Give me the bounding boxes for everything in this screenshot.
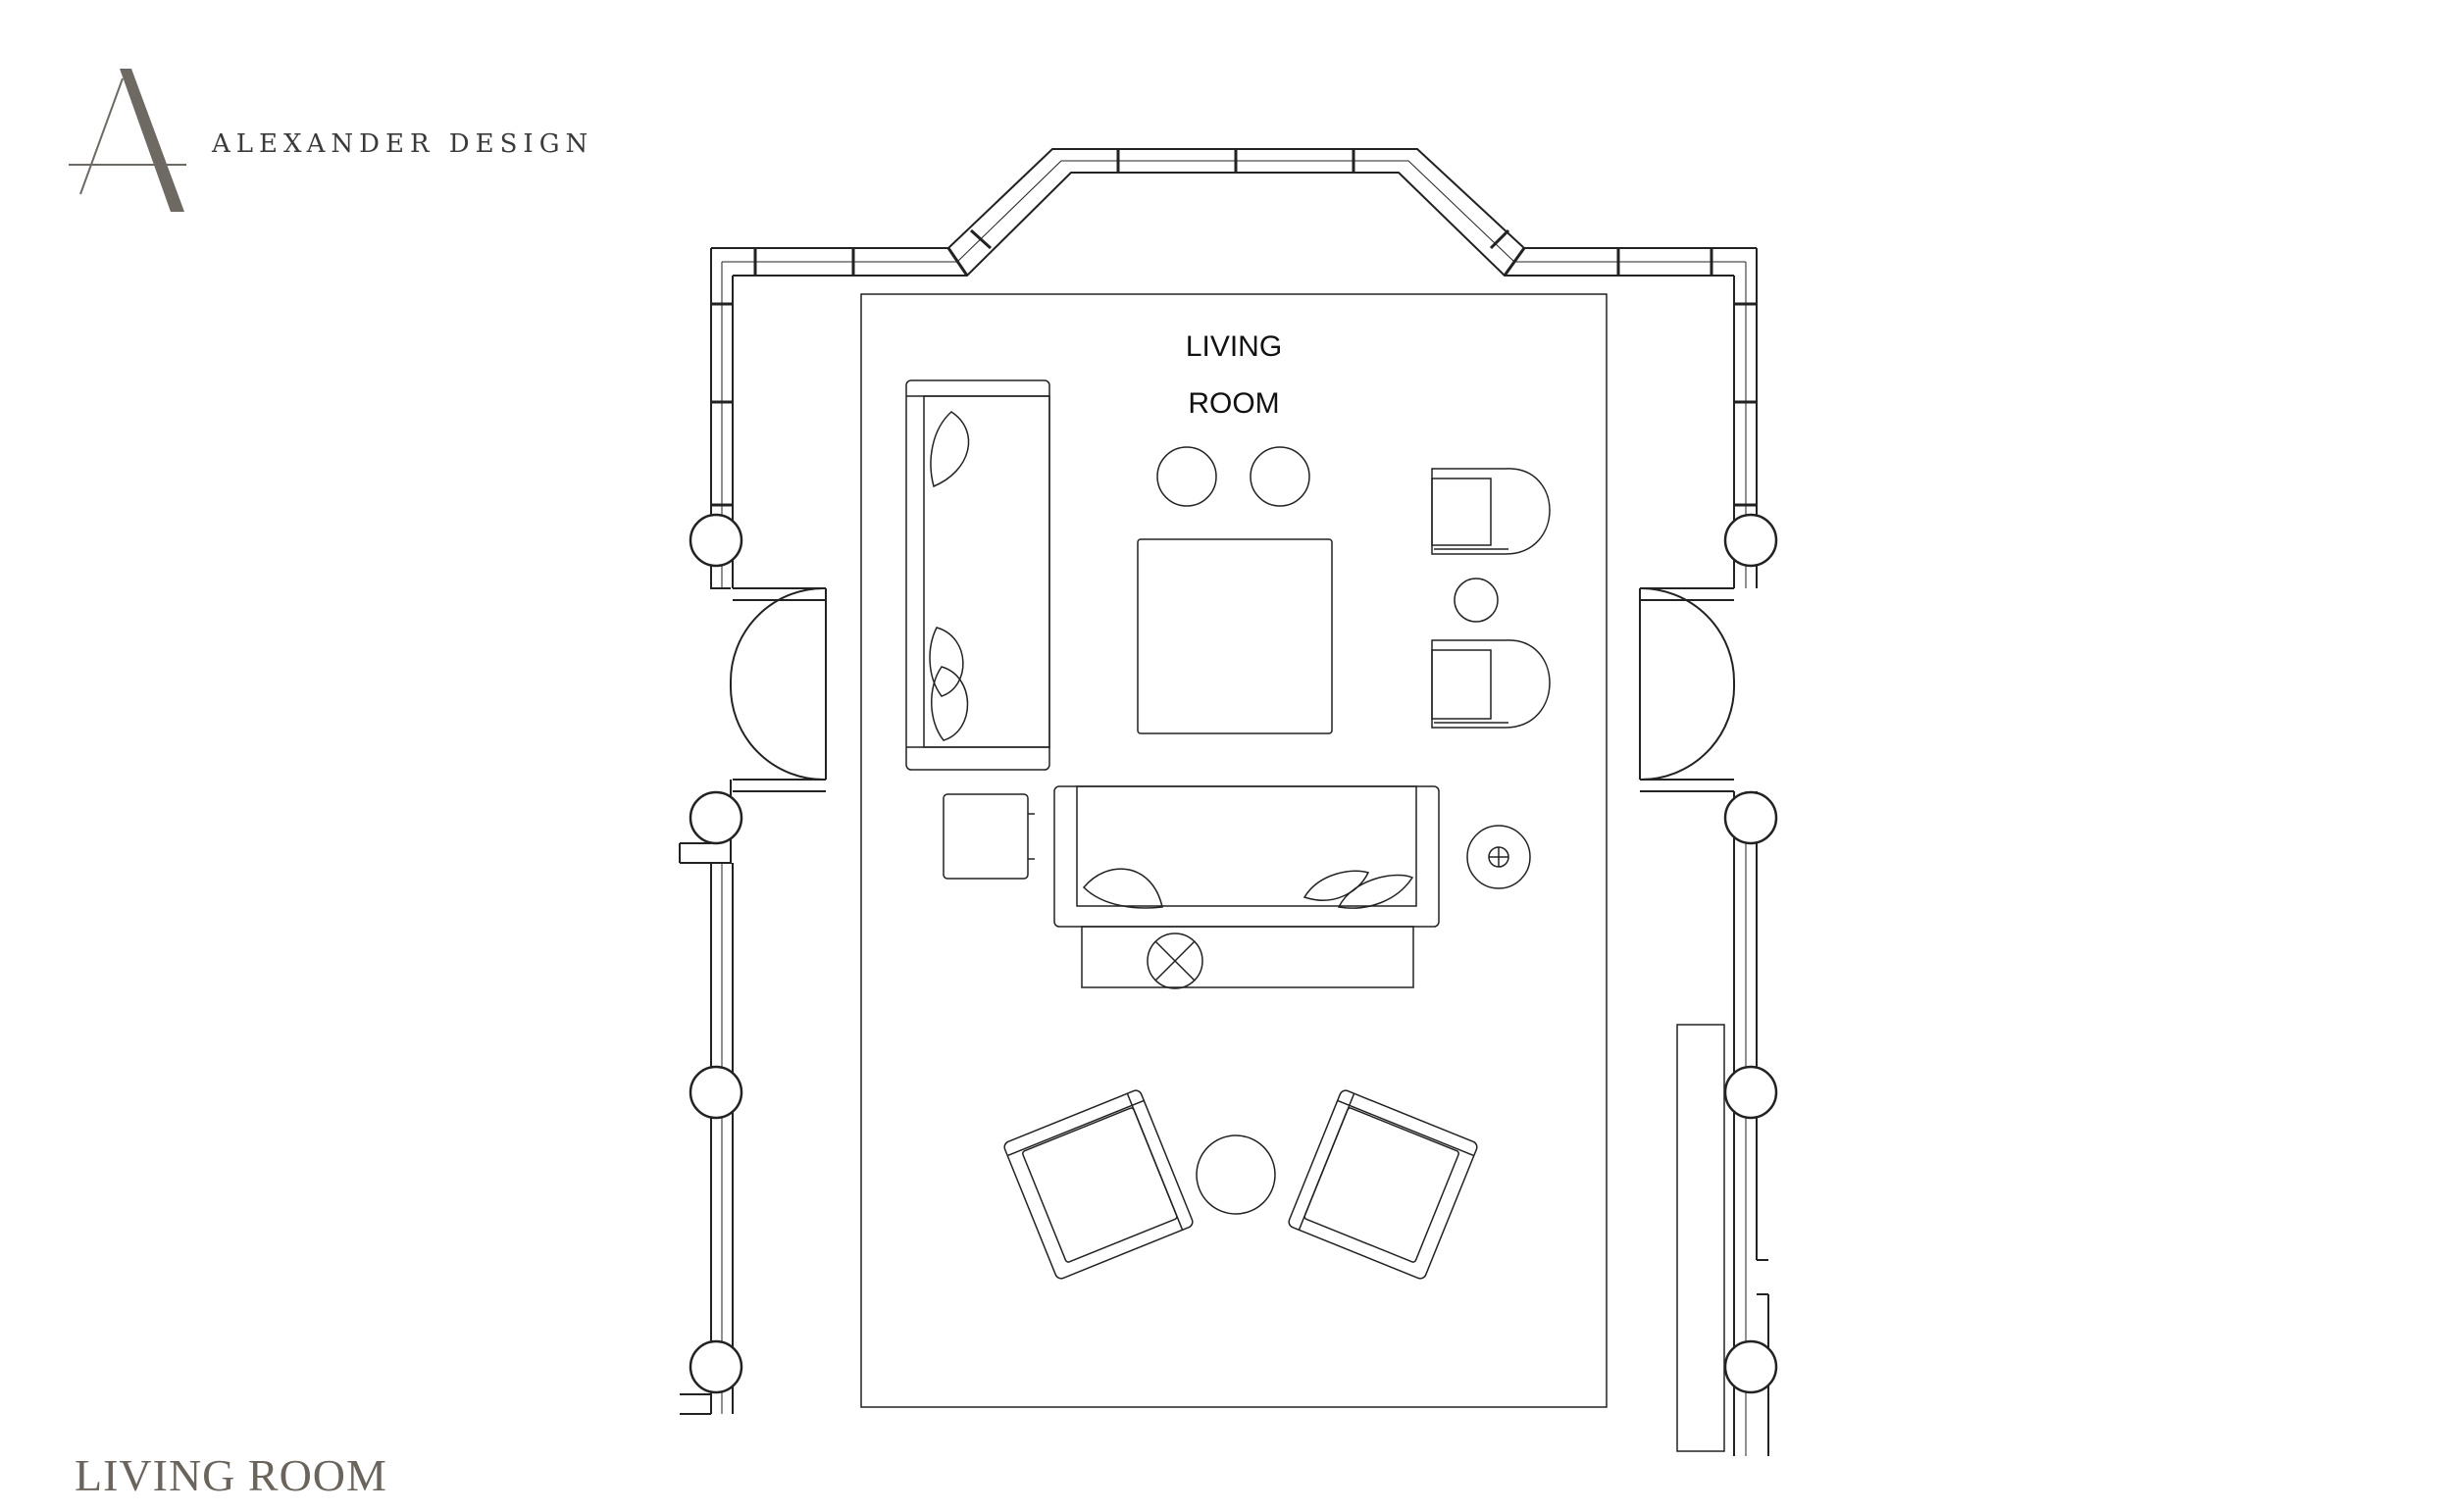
side-table-small — [1454, 578, 1499, 623]
pillow-icon — [930, 411, 970, 488]
column-left-3 — [689, 1065, 743, 1120]
pouf-left — [1156, 446, 1217, 507]
accent-chair-upper — [1431, 468, 1551, 555]
page-caption: LIVING ROOM — [75, 1450, 387, 1500]
pillow-icon — [931, 666, 969, 741]
round-side-table — [1196, 1134, 1276, 1215]
pillow-icon — [1082, 868, 1163, 909]
table-lamp-icon — [1147, 932, 1203, 989]
left-sofa — [905, 379, 1050, 771]
pillow-icon — [929, 627, 964, 697]
bay-window — [711, 148, 1757, 277]
room-label-line2: ROOM — [1188, 387, 1279, 420]
wall-cabinet — [1676, 1024, 1725, 1452]
column-left-1 — [689, 513, 743, 568]
pillow-icon — [1337, 874, 1414, 909]
column-right-4 — [1723, 1339, 1778, 1394]
end-table-square — [943, 793, 1035, 880]
console-table — [1081, 926, 1414, 989]
column-right-3 — [1723, 1065, 1778, 1120]
coffee-table — [1137, 538, 1333, 734]
left-double-door — [729, 586, 827, 792]
room-label-line1: LIVING — [1186, 330, 1282, 363]
monogram-stroke-right — [120, 69, 184, 212]
lounge-chair-right — [1288, 1089, 1478, 1280]
brand-monogram-icon — [69, 69, 186, 212]
column-left-2 — [689, 790, 743, 845]
columns — [689, 513, 1778, 1394]
floor-lamp-icon — [1466, 825, 1531, 889]
column-right-1 — [1723, 513, 1778, 568]
accent-chair-lower — [1431, 639, 1551, 729]
area-rug — [860, 293, 1608, 1408]
brand-name: ALEXANDER DESIGN — [212, 129, 594, 159]
front-sofa — [1053, 785, 1440, 928]
pillow-icon — [1303, 870, 1370, 901]
lounge-chair-left — [1003, 1089, 1194, 1280]
right-double-door — [1639, 586, 1736, 792]
column-left-4 — [689, 1339, 743, 1394]
column-right-2 — [1723, 790, 1778, 845]
monogram-stroke-left — [79, 77, 124, 195]
pouf-right — [1250, 446, 1310, 507]
